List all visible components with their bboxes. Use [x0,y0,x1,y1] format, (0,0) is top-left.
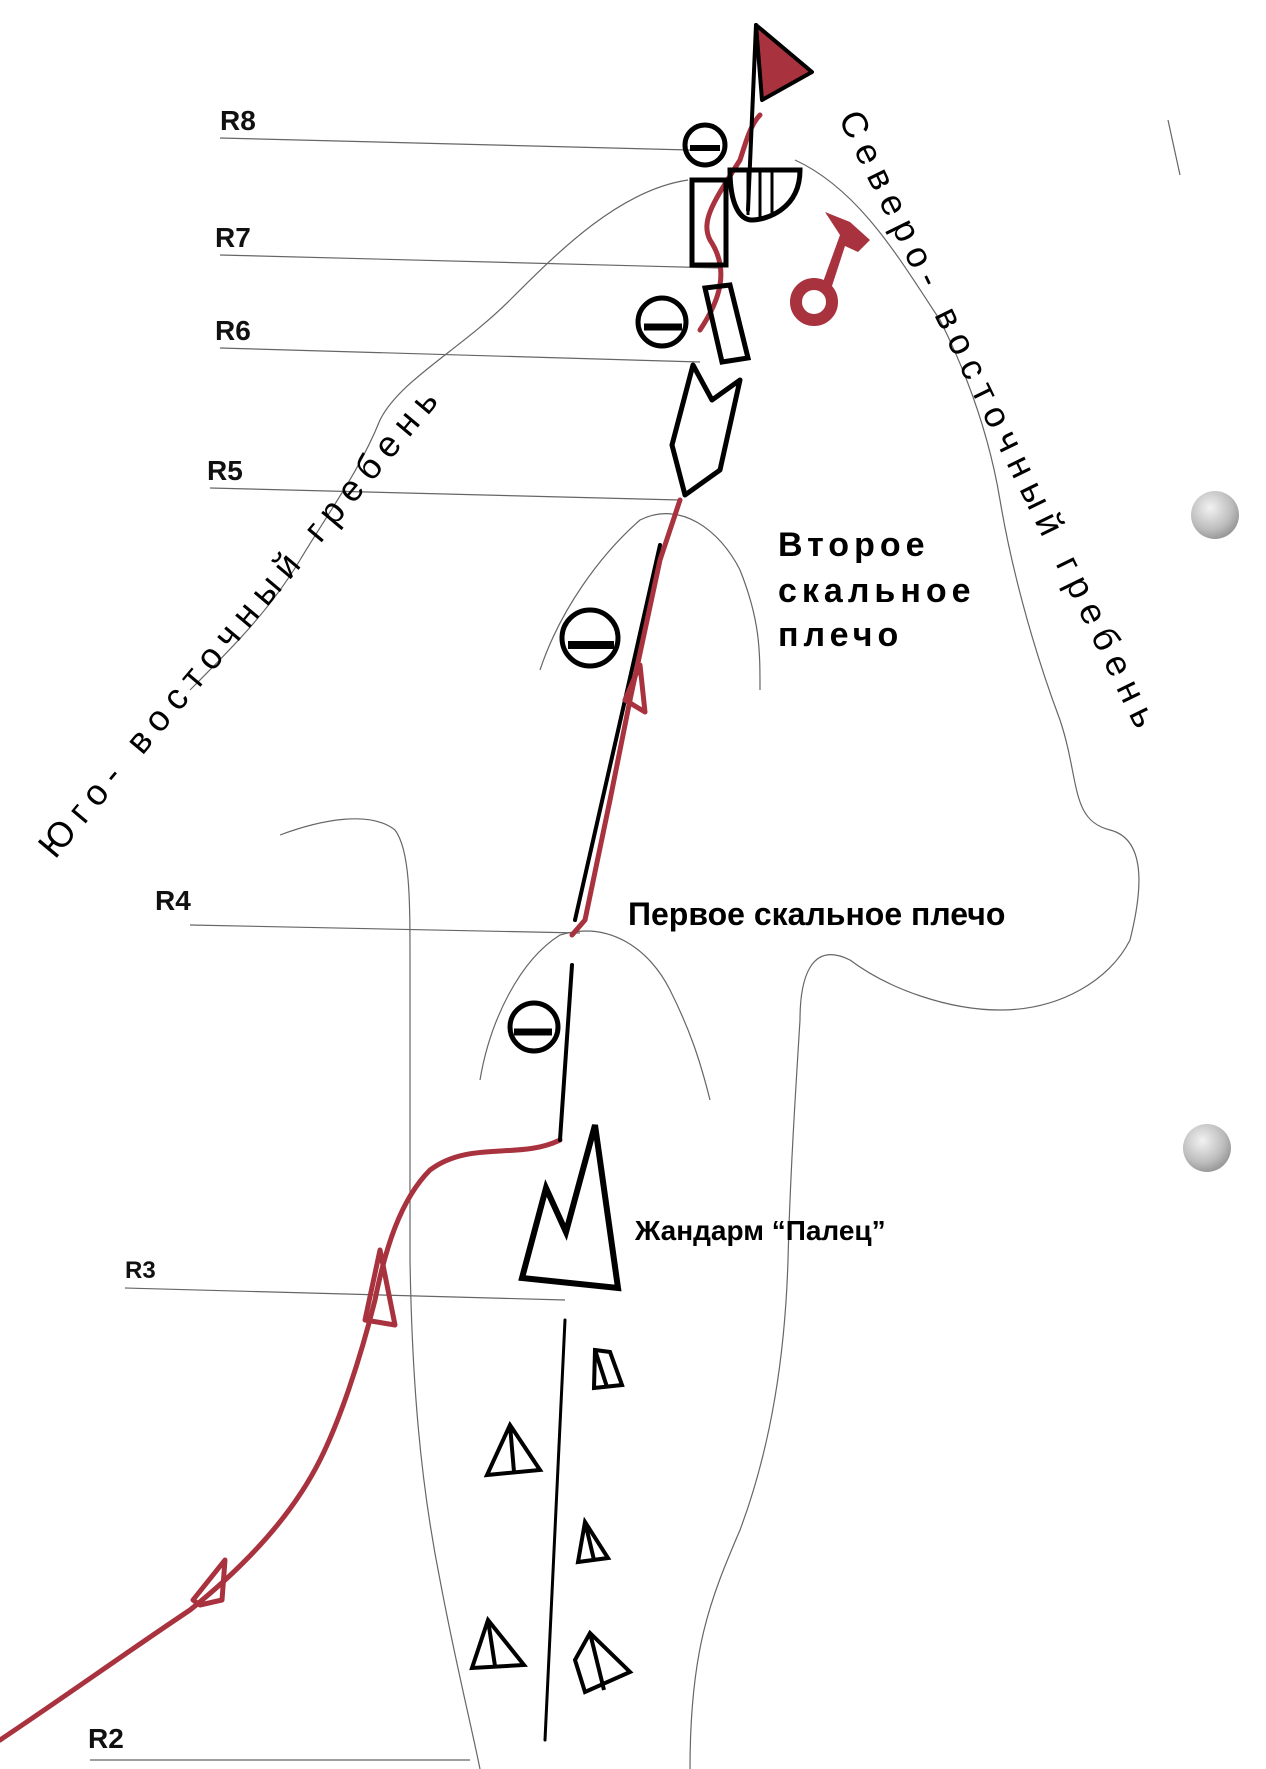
pitch-label-r8: R8 [220,105,256,136]
first-shoulder-label: Первое скальное плечо [628,896,1005,932]
route-arrow-icon [190,1557,228,1608]
cliff-icon [507,1000,561,1054]
southeast-ridge-label: Юго- восточный гребень [30,374,452,865]
route-arrow-icon [362,1247,398,1328]
approach-route [0,1137,563,1743]
gendarme-icon [518,1124,622,1292]
couloir-icon [689,177,729,268]
cliff-icon [635,295,689,349]
key-icon [790,212,870,326]
cliff-icon [559,607,621,669]
ice-icon [669,362,743,498]
pitch-label-r5: R5 [207,455,243,486]
main-route [543,112,763,1742]
pitch-label-r4: R4 [155,885,191,916]
couloir-icon [701,282,752,365]
punch-hole-top [1191,491,1239,539]
pitch-markers: R8 R7 R6 R5 R4 R3 R2 [88,105,721,1761]
pitch-label-r3: R3 [125,1257,156,1284]
gendarme-label: Жандарм “Палец” [634,1215,886,1246]
route-arrow-icon [622,662,648,715]
pitch-label-r6: R6 [215,315,251,346]
scree-icon [469,1347,634,1695]
pitch-label-r2: R2 [88,1723,124,1754]
pitch-label-r7: R7 [215,222,251,253]
punch-hole-bottom [1183,1124,1231,1172]
chimney-icon [727,167,803,223]
second-shoulder-label: Второе скальное плечо [778,526,990,654]
mountain-outline [189,119,1181,1769]
cliff-icon [682,122,728,168]
